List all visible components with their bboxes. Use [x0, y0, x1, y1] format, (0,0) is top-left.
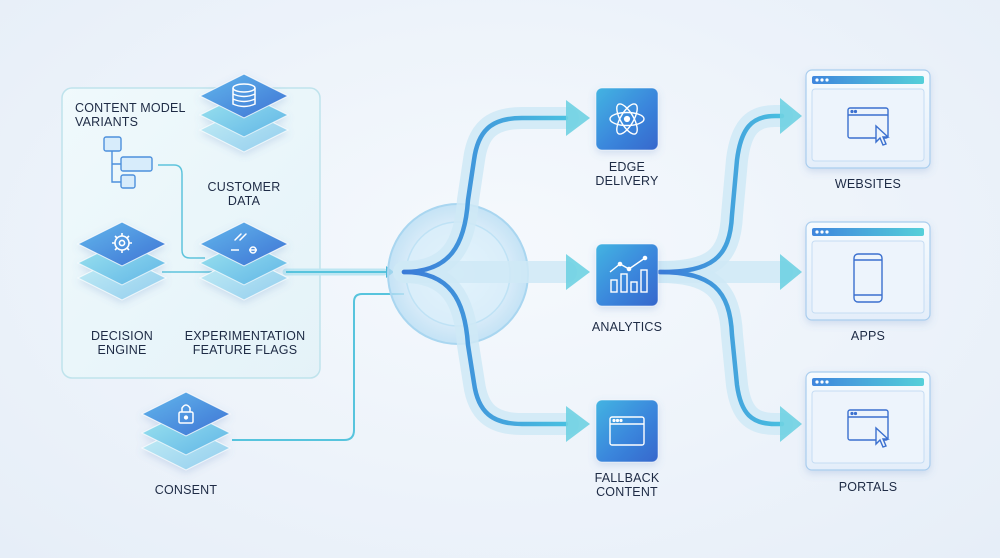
edge-delivery-label-line-2: DELIVERY — [595, 174, 659, 188]
channel-flow-lines — [657, 113, 785, 427]
decision-engine-label-line-2: ENGINE — [97, 343, 147, 357]
apps-label: APPS — [818, 329, 918, 343]
gear-icon — [112, 233, 132, 253]
apps-window — [805, 221, 931, 321]
fallback-content-label: FALLBACK CONTENT — [577, 471, 677, 499]
consent-stack — [140, 391, 232, 471]
analytics-label-line-1: ANALYTICS — [591, 320, 663, 334]
websites-label-line-1: WEBSITES — [834, 177, 902, 191]
bar-chart-icon — [609, 255, 648, 293]
atom-icon — [609, 103, 645, 135]
decision-engine-stack — [76, 221, 168, 301]
websites-label: WEBSITES — [818, 177, 918, 191]
portals-window — [805, 371, 931, 471]
service-arrowheads — [566, 100, 590, 442]
decision-engine-label-line-1: DECISION — [90, 329, 154, 343]
customer-data-label-line-2: DATA — [227, 194, 261, 208]
experimentation-stack — [198, 221, 290, 301]
lock-icon — [178, 404, 194, 424]
fallback-content-label-line-2: CONTENT — [596, 485, 658, 499]
browser-cursor-icon — [847, 107, 890, 146]
connector-variants-to-experimentation — [158, 164, 205, 259]
flow-analytics-to-portals — [657, 269, 785, 427]
flow-analytics-to-websites — [657, 113, 785, 275]
content-model-variants-label: CONTENT MODEL VARIANTS — [75, 101, 186, 129]
channel-arrowheads — [780, 98, 802, 442]
edge-delivery-label-line-1: EDGE — [608, 160, 646, 174]
fallback-content-tile — [595, 399, 659, 463]
hierarchy-icon — [103, 136, 153, 189]
consent-label: CONSENT — [136, 483, 236, 497]
flow-hub-to-fallback-content — [401, 269, 569, 427]
experimentation-feature-flags-label: EXPERIMENTATION FEATURE FLAGS — [180, 329, 310, 357]
customer-data-label-line-1: CUSTOMER — [207, 180, 281, 194]
apps-label-line-1: APPS — [850, 329, 886, 343]
browser-window-icon — [609, 416, 645, 446]
browser-cursor-icon — [847, 409, 890, 448]
analytics-label: ANALYTICS — [577, 320, 677, 334]
websites-window — [805, 69, 931, 169]
database-icon — [232, 83, 256, 108]
smartphone-icon — [853, 253, 883, 303]
analytics-tile — [595, 243, 659, 307]
fallback-content-label-line-1: FALLBACK — [594, 471, 660, 485]
portals-label: PORTALS — [818, 480, 918, 494]
customer-data-stack — [198, 73, 290, 153]
content-model-variants-label-line-1: CONTENT MODEL — [75, 101, 186, 115]
content-model-variants-label-line-2: VARIANTS — [75, 115, 139, 129]
edge-delivery-tile — [595, 87, 659, 151]
portals-label-line-1: PORTALS — [838, 480, 898, 494]
experimentation-label-line-2: FEATURE FLAGS — [192, 343, 298, 357]
flow-consent-to-hub — [232, 293, 404, 441]
edge-delivery-label: EDGE DELIVERY — [577, 160, 677, 188]
hub-flow-lines — [401, 115, 569, 427]
flow-hub-to-edge-delivery — [401, 115, 569, 275]
customer-data-label: CUSTOMER DATA — [194, 180, 294, 208]
consent-label-line-1: CONSENT — [154, 483, 218, 497]
experimentation-label-line-1: EXPERIMENTATION — [184, 329, 306, 343]
decision-engine-label: DECISION ENGINE — [72, 329, 172, 357]
toggle-icon — [231, 233, 257, 254]
